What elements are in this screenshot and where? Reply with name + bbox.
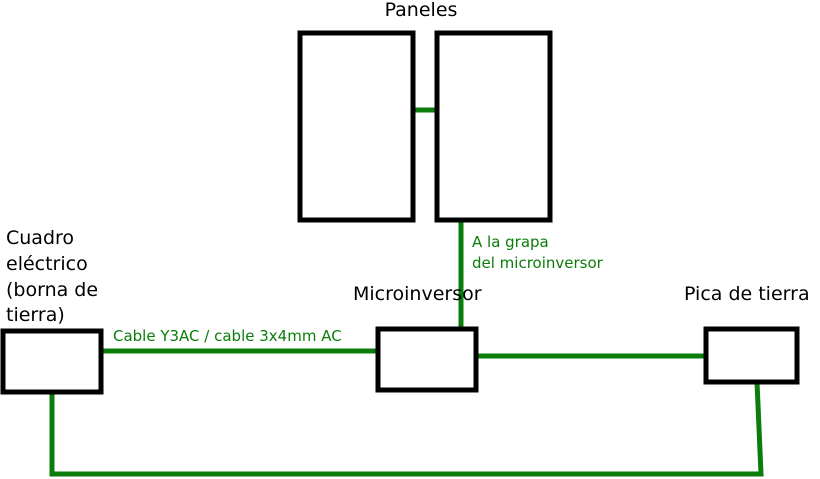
ground-return-wire [49, 381, 764, 477]
panel-left [297, 30, 416, 223]
panel-board-label-line4: tierra) [6, 304, 65, 326]
panels-label: Paneles [385, 0, 458, 21]
panel-board-label-line1: Cuadro [6, 227, 74, 249]
panel-wire-label-line1: A la grapa [472, 233, 549, 251]
ground-rod-label: Pica de tierra [684, 283, 810, 305]
panel-wire-label-line2: del microinversor [472, 254, 604, 272]
ground-rod-box [703, 326, 800, 385]
electrical-panel-box [0, 328, 104, 395]
microinverter-box [375, 326, 479, 393]
panel-board-label-line3: (borna de [6, 279, 98, 301]
ac-cable-label: Cable Y3AC / cable 3x4mm AC [113, 327, 342, 345]
panel-right [434, 30, 553, 223]
panel-board-label-line2: eléctrico [6, 253, 88, 275]
wires [49, 107, 764, 477]
microinverter-label: Microinversor [353, 283, 482, 305]
